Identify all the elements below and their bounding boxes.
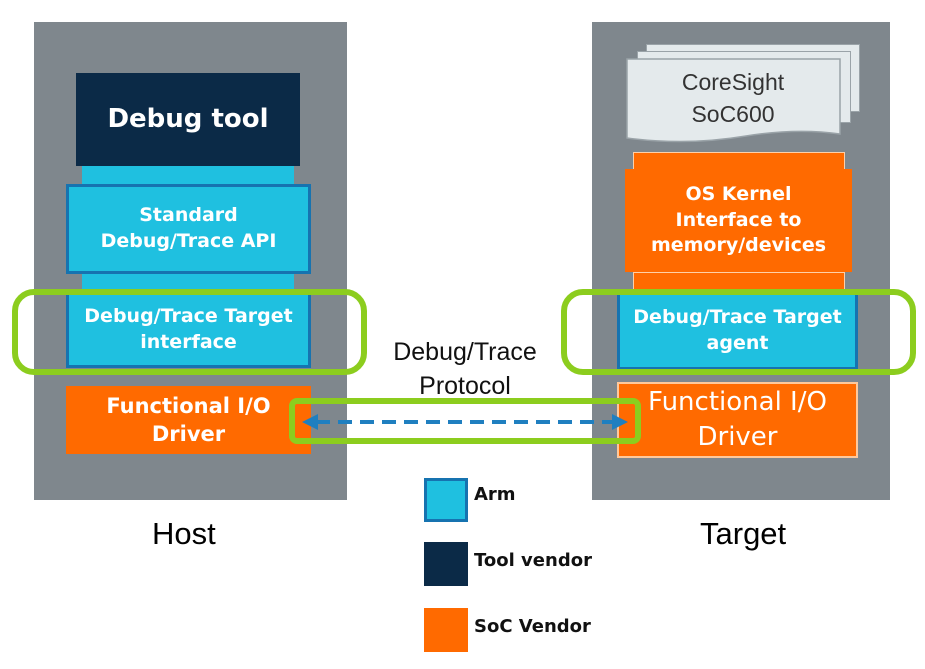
coresight-line2: SoC600	[691, 101, 775, 128]
os-kernel-line2: Interface to	[675, 208, 802, 231]
target-agent-block: Debug/Trace Target agent	[617, 292, 858, 370]
standard-api-block: Standard Debug/Trace API	[66, 184, 311, 274]
target-agent-line2: agent	[706, 332, 769, 354]
os-kernel-block: OS Kernel Interface to memory/devices	[625, 169, 852, 272]
target-functional-io-line1: Functional I/O	[648, 386, 827, 417]
os-connector-top	[633, 152, 845, 170]
os-kernel-line3: memory/devices	[650, 234, 827, 257]
legend-arm-swatch	[424, 478, 468, 522]
host-caption: Host	[152, 516, 216, 551]
legend-soc-vendor-swatch	[424, 608, 468, 652]
os-kernel-line1: OS Kernel	[685, 183, 792, 206]
debug-tool-block: Debug tool	[76, 73, 300, 166]
coresight-text: CoreSight SoC600	[626, 66, 840, 130]
host-connector-1	[82, 166, 294, 186]
target-caption: Target	[700, 516, 787, 551]
target-functional-io-block: Functional I/O Driver	[617, 382, 858, 458]
protocol-label: Debug/Trace Protocol	[370, 336, 560, 396]
protocol-line2: Protocol	[419, 371, 511, 396]
host-interface-highlight	[12, 289, 367, 375]
legend-tool-vendor-swatch	[424, 542, 468, 586]
standard-api-line2: Debug/Trace API	[100, 230, 277, 252]
debug-tool-label: Debug tool	[107, 103, 269, 134]
protocol-line1: Debug/Trace	[393, 338, 537, 366]
host-functional-io-line2: Driver	[151, 422, 226, 446]
target-functional-io-line2: Driver	[697, 422, 778, 452]
legend-tool-vendor-label: Tool vendor	[474, 550, 592, 571]
target-agent-line1: Debug/Trace Target	[633, 306, 842, 329]
legend-soc-vendor-label: SoC Vendor	[474, 616, 591, 637]
host-functional-io-line1: Functional I/O	[106, 393, 271, 418]
coresight-line1: CoreSight	[681, 69, 785, 95]
coresight-document	[626, 58, 841, 143]
target-agent-highlight	[561, 289, 916, 375]
target-interface-line1: Debug/Trace Target	[84, 305, 293, 328]
protocol-arrow	[302, 414, 628, 430]
target-interface-block: Debug/Trace Target interface	[66, 292, 311, 368]
host-functional-io-block: Functional I/O Driver	[66, 386, 311, 454]
standard-api-line1: Standard	[139, 204, 238, 227]
protocol-highlight	[289, 398, 641, 444]
target-interface-line2: interface	[140, 331, 237, 353]
legend-arm-label: Arm	[474, 484, 516, 505]
